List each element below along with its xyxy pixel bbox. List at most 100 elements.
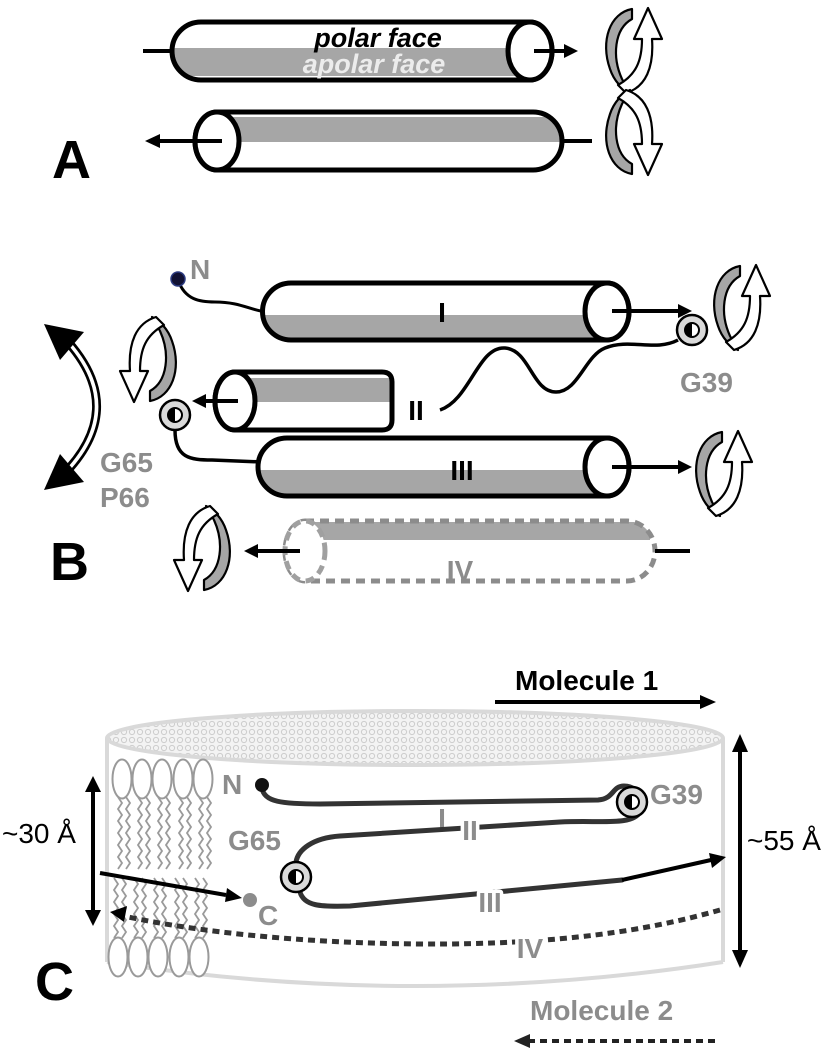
lipid-tail — [132, 877, 140, 939]
hinge-double-arrow-icon — [44, 324, 102, 490]
lipid-head — [151, 758, 173, 800]
apolar-face-band — [172, 48, 552, 76]
lipid-tail — [116, 796, 124, 870]
arrowhead — [732, 950, 748, 968]
rotation-arrow-icon — [713, 263, 772, 352]
arrowhead — [678, 304, 692, 318]
polar-face-label: polar face — [313, 23, 442, 53]
arrowhead — [678, 460, 692, 474]
helix-cylinder-3: III — [255, 435, 692, 499]
g65-glycine-marker — [279, 860, 313, 894]
lipid-head — [127, 936, 149, 978]
lipid-tail — [156, 796, 164, 870]
lipid-head — [188, 936, 210, 978]
marker-half — [289, 870, 296, 884]
disc-top-surface — [105, 709, 725, 767]
arrowhead — [514, 1034, 530, 1048]
lipid-tail — [136, 796, 144, 870]
lipid-tail — [140, 877, 148, 939]
bilayer-thickness-arrow — [85, 776, 101, 926]
helix-2-label: II — [408, 395, 424, 426]
panel-label-a: A — [52, 130, 91, 190]
marker-half — [168, 408, 175, 422]
bilayer-thickness-label: ~30 Å — [2, 818, 76, 849]
loop-g39-to-helix-2 — [439, 338, 679, 412]
lipid-tail — [177, 796, 185, 870]
residue-p66-label: P66 — [100, 482, 150, 513]
helix-cylinder-1: I — [260, 280, 692, 343]
arrowhead — [225, 888, 242, 902]
helix-4-label: IV — [447, 555, 474, 586]
rotation-arrow-icon — [118, 315, 177, 404]
lipid-head — [131, 758, 153, 800]
nanodisc-cylinder — [105, 709, 725, 988]
arrowhead — [709, 853, 726, 868]
lipid-tail — [112, 877, 120, 939]
helix-1-trace — [259, 783, 641, 807]
helix-cylinder-a-bottom — [145, 109, 592, 173]
molecule-2-label: Molecule 2 — [530, 995, 673, 1026]
disc-height-arrow — [732, 734, 748, 968]
marker-half — [685, 323, 692, 337]
apolar-face-label: apolar face — [303, 49, 446, 79]
helix-cylinder-2: II — [192, 369, 427, 433]
apolar-face-band — [290, 522, 650, 540]
helix-3-arrow — [621, 858, 712, 882]
lipid-head — [168, 936, 190, 978]
g65-glycine-marker — [158, 398, 192, 432]
panel-label-c: C — [35, 952, 74, 1012]
helix-4-label: IV — [517, 933, 544, 964]
arrowhead — [44, 324, 84, 360]
loop-g65-to-helix-3 — [173, 429, 263, 464]
arrowhead — [85, 776, 101, 792]
lipid-bilayer — [107, 758, 214, 978]
n-terminus-dot — [170, 271, 186, 287]
lipid-tail — [160, 877, 168, 939]
arrowhead — [110, 906, 127, 922]
helix-3-label: III — [450, 455, 473, 486]
disc-height-label: ~55 Å — [747, 825, 821, 856]
panel-b: N I G39 II — [44, 254, 772, 593]
helix-3-trace — [297, 877, 625, 909]
helix-outline — [282, 518, 658, 584]
lipid-tails — [112, 796, 213, 939]
lipid-head — [111, 758, 133, 800]
n-terminal-tail — [176, 279, 267, 314]
lipid-tail — [144, 796, 152, 870]
lipid-tail — [152, 877, 160, 939]
rotation-arrow-icon — [605, 88, 664, 177]
helix-2-label: II — [462, 815, 478, 846]
panel-c: Molecule 1 ~ — [2, 665, 821, 1048]
lipid-tail — [164, 796, 172, 870]
c-terminus-label: C — [258, 900, 278, 931]
helix-3-label: III — [478, 887, 501, 918]
lipid-head — [172, 758, 194, 800]
n-terminus-dot — [255, 778, 269, 792]
arrowhead — [145, 134, 160, 148]
lipid-tail — [185, 796, 193, 870]
arrowhead — [244, 544, 258, 558]
apolar-face-band — [195, 117, 562, 142]
rotation-arrow-icon — [172, 504, 231, 593]
arrowhead — [44, 454, 84, 490]
panel-a: polar face apolar face A — [52, 6, 664, 190]
helix-cylinder-4: IV — [244, 518, 690, 586]
lipid-head — [107, 936, 129, 978]
residue-g65-label: G65 — [100, 447, 153, 478]
residue-g39-label: G39 — [680, 367, 733, 398]
helix-2-trace — [293, 809, 643, 865]
marker-half — [625, 795, 632, 809]
n-terminus-label: N — [222, 769, 242, 800]
panel-label-b: B — [50, 532, 89, 592]
lipid-head — [192, 758, 214, 800]
apolar-face-band — [262, 315, 629, 340]
rotation-arrow-icon — [695, 429, 754, 518]
g39-glycine-marker — [615, 785, 649, 819]
lipid-tail — [193, 877, 201, 939]
arrowhead — [192, 394, 206, 408]
arrowhead — [732, 734, 748, 752]
lipid-head — [147, 936, 169, 978]
g39-glycine-marker — [675, 313, 709, 347]
arrowhead — [700, 695, 716, 709]
